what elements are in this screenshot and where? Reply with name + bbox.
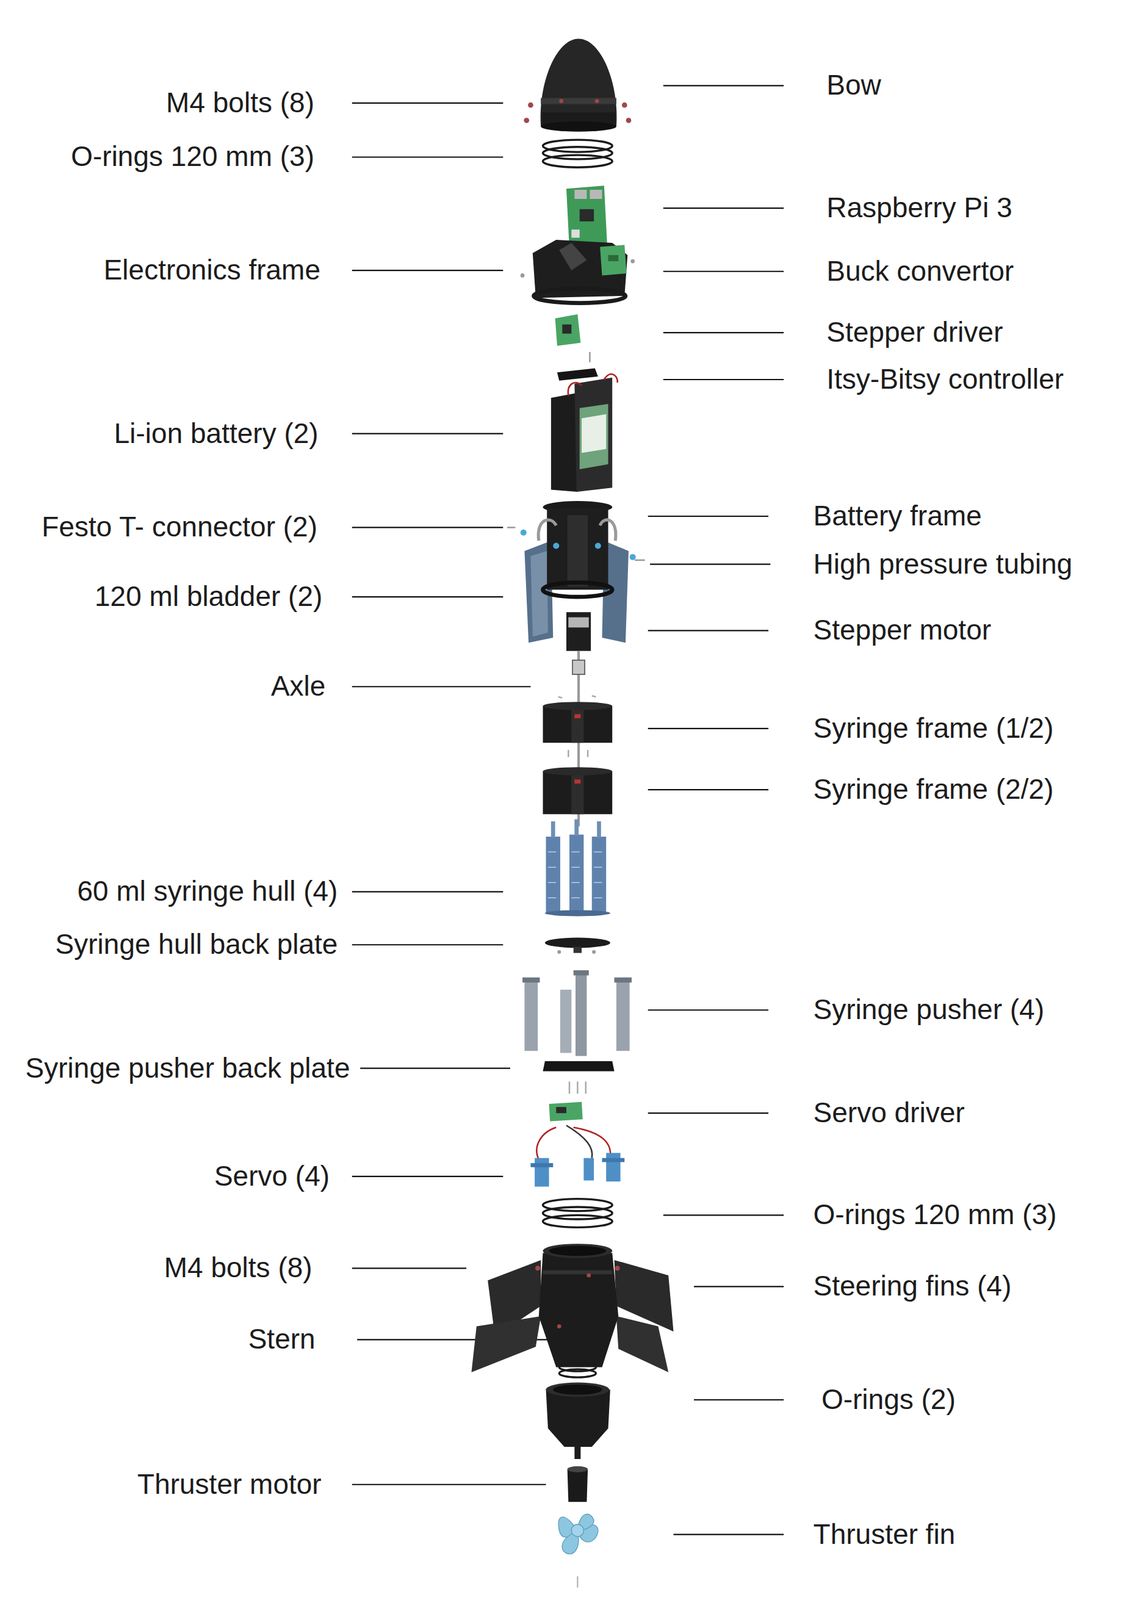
part-label: Bow [826,68,881,103]
part-label: 120 ml bladder (2) [94,580,323,614]
itsy-bitsy-board [557,368,599,381]
servo-driver [549,1102,583,1122]
syringe-pushers [522,970,632,1094]
part-label: O-rings 120 mm (3) [813,1198,1058,1233]
part-label: Stepper motor [813,613,992,648]
part-label: Syringe pusher back plate [25,1051,351,1086]
part-label: Battery frame [813,499,982,533]
part-label: O-rings (2) [821,1382,956,1417]
part-label: Servo (4) [214,1159,330,1194]
small-o-rings [559,1363,596,1378]
thruster [546,1382,611,1503]
o-rings [543,139,613,168]
part-label: Buck convertor [826,254,1014,289]
propeller [558,1514,599,1588]
syringe-frames [543,701,613,815]
part-label: Li-ion battery (2) [114,416,319,451]
part-label: Raspberry Pi 3 [826,191,1012,225]
part-label: Syringe frame (2/2) [813,773,1055,807]
part-label: Axle [270,670,326,704]
servos [530,1125,625,1187]
part-label: Thruster motor [137,1467,322,1502]
syringe-hulls [545,819,611,917]
part-label: Syringe hull back plate [55,928,339,962]
part-label: Electronics frame [103,253,321,287]
part-label: M4 bolts (8) [166,86,315,120]
stern [471,1243,674,1373]
o-rings [543,1199,613,1228]
part-label: Servo driver [813,1096,965,1131]
part-label: O-rings 120 mm (3) [70,140,315,174]
stepper-driver [555,314,591,363]
part-label: Stern [248,1323,316,1357]
bow [523,39,632,132]
hull-back-plate [545,938,611,954]
electronics [520,185,635,303]
part-label: Syringe frame (1/2) [813,711,1055,746]
battery-frame [507,501,646,643]
part-label: High pressure tubing [813,547,1073,582]
part-label: Festo T- connector (2) [41,510,318,545]
batteries [551,374,618,492]
leader-lines [352,85,784,1535]
part-label: Syringe pusher (4) [813,993,1045,1028]
part-label: Itsy-Bitsy controller [826,362,1064,397]
part-label: 60 ml syringe hull (4) [76,875,338,909]
part-label: Thruster fin [813,1517,956,1552]
part-label: Stepper driver [826,315,1003,350]
part-label: Steering fins (4) [813,1270,1012,1304]
part-label: M4 bolts (8) [164,1251,313,1286]
